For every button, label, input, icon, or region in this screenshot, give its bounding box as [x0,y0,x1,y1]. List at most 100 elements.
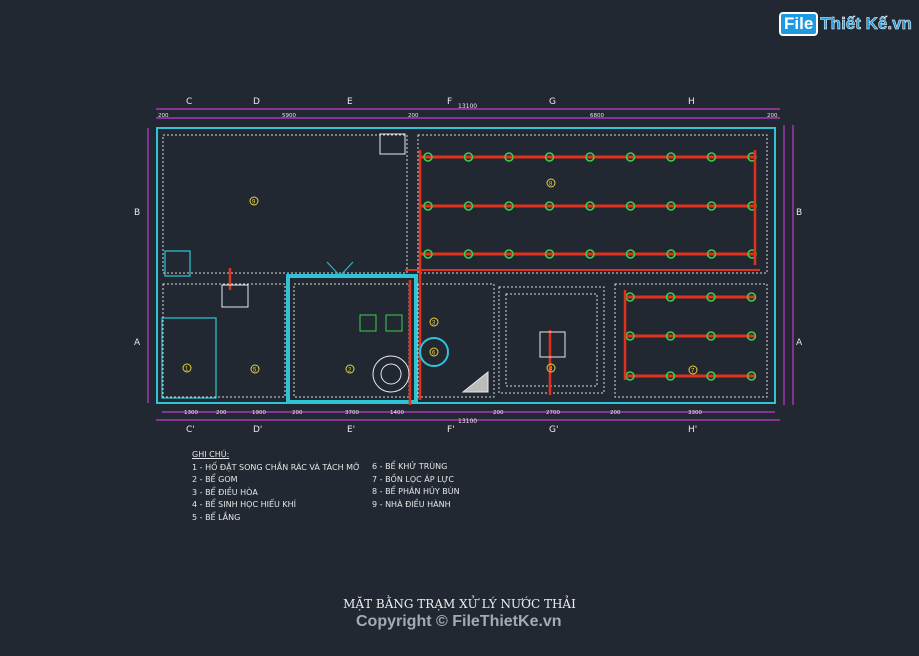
dimension-value: 3700 [345,410,359,416]
zone-number: 1 [185,367,189,373]
diffuser-node [544,249,555,259]
diffuser-node [423,201,433,211]
diffuser-node [706,249,717,259]
diffuser-node [504,249,514,259]
diffuser-node [585,152,595,162]
diffuser-node [423,152,433,162]
zone-number: 4 [549,367,553,373]
diffuser-node [504,152,514,162]
diffuser-node [463,152,474,162]
diffuser-node [706,331,716,341]
pipe-network [228,150,760,405]
zone-marker [182,363,192,373]
grid-label-side: B [134,208,140,218]
zone-number: 9 [252,200,256,206]
diffuser-node [625,201,636,211]
dimension-value: 200 [292,410,303,416]
legend-item: 2 - BỂ GOM [192,475,238,484]
dimension-value: 6800 [590,113,604,119]
legend-col1: GHI CHÚ: 1 - HỐ ĐẶT SONG CHẮN RÁC VÀ TÁC… [192,449,360,524]
zone-marker [688,365,698,375]
dimension-value: 5900 [282,113,296,119]
diffuser-node [746,292,757,302]
diffuser-node [706,201,717,211]
grid-label-top: C [186,97,192,107]
legend-item: 9 - NHÀ ĐIỀU HÀNH [372,499,451,509]
diffuser-node [625,249,636,259]
diffuser-node [706,292,716,302]
zone-marker [345,364,355,374]
dimension-value: 3300 [688,410,702,416]
legend-col2: 6 - BỂ KHỬ TRÙNG 7 - BỒN LỌC ÁP LỰC 8 - … [372,461,460,511]
legend-item: 7 - BỒN LỌC ÁP LỰC [372,474,455,484]
diffuser-node [504,201,514,211]
diffuser-node [666,249,676,259]
diffuser-node [665,292,676,302]
diffuser-node [585,201,595,211]
drawing-title: MẶT BẰNG TRẠM XỬ LÝ NƯỚC THẢI [343,597,576,611]
equipment [221,133,566,393]
dimension-value: 200 [767,113,778,119]
zone-number: 6 [432,351,436,357]
dimension-lines [147,108,794,421]
diffuser-node [463,249,474,259]
copyright-watermark: Copyright © FileThietKe.vn [356,613,562,630]
grid-label-top: F [447,97,452,107]
diffuser-node [746,331,757,341]
grid-label-side: B [796,208,802,218]
diffuser-node [666,152,676,162]
legend-item: 1 - HỐ ĐẶT SONG CHẮN RÁC VÀ TÁCH MỠ [192,462,361,472]
legend-item: 8 - BỂ PHÂN HỦY BÙN [372,487,460,496]
zone-number: 3 [432,321,436,327]
dimension-value: 1400 [390,410,404,416]
dimension-total: 13100 [458,103,477,110]
diffuser-node [665,331,676,341]
diffuser-node [423,249,433,259]
grid-label-bottom: D' [253,425,262,435]
legend-item: 5 - BỂ LẮNG [192,512,241,522]
diffuser-node [746,371,757,381]
zone-marker [250,364,260,374]
diffuser-node [666,201,676,211]
zone-marker [429,347,439,357]
dimension-value: 200 [158,113,169,119]
grid-label-bottom: E' [347,425,355,435]
diffuser-node [544,152,555,162]
room-outlines [162,134,768,398]
zone-marker [429,317,439,327]
dimension-value: 1300 [184,410,198,416]
grid-label-bottom: C' [186,425,195,435]
dimension-value: 1900 [252,410,266,416]
zone-marker [546,363,556,373]
zone-number: 8 [549,182,553,188]
dimension-value: 200 [408,113,419,119]
grid-label-top: D [253,97,260,107]
walls [156,127,776,404]
dimension-value: 200 [610,410,621,416]
grid-label-side: A [796,338,803,348]
logo-thietke: Thiết Kế.vn [820,14,912,34]
diffuser-node [706,152,717,162]
diffuser-node [544,201,555,211]
diffuser-node [706,371,716,381]
site-logo: File Thiết Kế.vn [779,12,912,36]
zone-number: 7 [691,369,695,375]
zone-number: 2 [348,368,352,374]
grid-label-bottom: H' [688,425,697,435]
legend-item: 3 - BỂ ĐIỀU HÒA [192,487,258,497]
zone-number: 5 [253,368,257,374]
zone-marker [249,196,259,206]
dimension-value: 200 [493,410,504,416]
dimension-value: 200 [216,410,227,416]
grid-label-top: H [688,97,695,107]
logo-file: File [779,12,819,36]
dimension-value: 2700 [546,410,560,416]
grid-label-side: A [134,338,141,348]
diffuser-node [585,249,595,259]
grid-label-top: E [347,97,353,107]
legend-item: 6 - BỂ KHỬ TRÙNG [372,462,448,471]
diffuser-node [463,201,474,211]
zone-marker [546,178,556,188]
